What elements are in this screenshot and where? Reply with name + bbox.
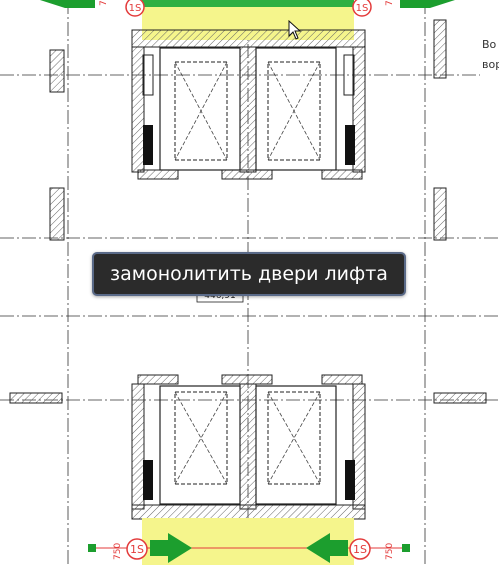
elevator-shaft-top [131, 29, 366, 180]
mouse-cursor-icon [288, 20, 302, 40]
section-label-bottom-left: 1S [130, 543, 144, 556]
columns [9, 19, 487, 404]
section-label-bottom-right: 1S [353, 543, 367, 556]
section-markers-top [40, 0, 455, 17]
section-markers-bottom [88, 533, 410, 563]
dimension-label-bottom-left: 750 [113, 543, 123, 560]
dimension-label-bottom-right: 750 [385, 543, 395, 560]
section-label-top-left: 1S [129, 3, 142, 14]
tooltip: замонолитить двери лифта [92, 252, 406, 296]
dimension-label-top-right: 750 [385, 0, 395, 6]
elevator-shaft-bottom [131, 374, 366, 520]
dimension-label-top-left: 750 [99, 0, 109, 6]
side-note-2: вор [482, 58, 499, 71]
side-note-1: Во [482, 38, 497, 51]
level-mark-bottom: 446,91 [204, 291, 236, 301]
section-label-top-right: 1S [356, 3, 369, 14]
